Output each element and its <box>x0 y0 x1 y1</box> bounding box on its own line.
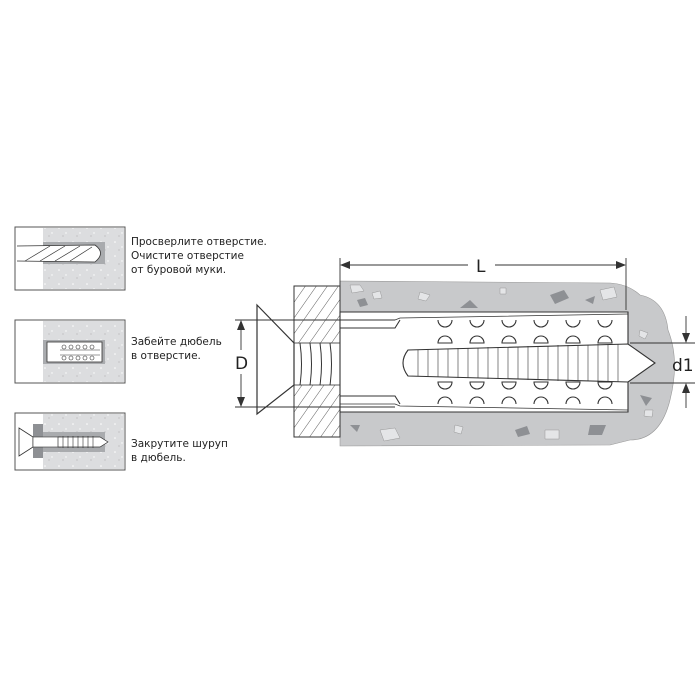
step-1-line-1: Просверлите отверстие. <box>131 236 267 248</box>
step-2-line-2: в отверстие. <box>131 350 201 362</box>
step-2-instructions: Забейте дюбель в отверстие. <box>131 335 222 363</box>
step-1-thumbnail <box>14 226 126 291</box>
step-2-line-1: Забейте дюбель <box>131 336 222 348</box>
screw-diameter-label: d1 <box>672 356 694 376</box>
screw-thread-outside <box>299 342 332 386</box>
step-3-thumbnail <box>14 412 126 471</box>
step-3-instructions: Закрутите шуруп в дюбель. <box>131 437 228 465</box>
step-1-line-3: от буровой муки. <box>131 264 227 276</box>
dimension-length <box>339 258 627 310</box>
dimension-head-diameter <box>235 319 395 408</box>
screw-shaft <box>402 343 656 383</box>
length-label: L <box>476 257 486 277</box>
dimension-screw-diameter <box>630 316 695 408</box>
step-2-thumbnail <box>14 319 126 384</box>
step-1-line-2: Очистите отверстие <box>131 250 244 262</box>
head-diameter-label: D <box>235 354 248 374</box>
step-1-instructions: Просверлите отверстие. Очистите отверсти… <box>131 235 267 277</box>
step-3-line-2: в дюбель. <box>131 452 186 464</box>
step-3-line-1: Закрутите шуруп <box>131 438 228 450</box>
screw-head <box>256 303 295 416</box>
